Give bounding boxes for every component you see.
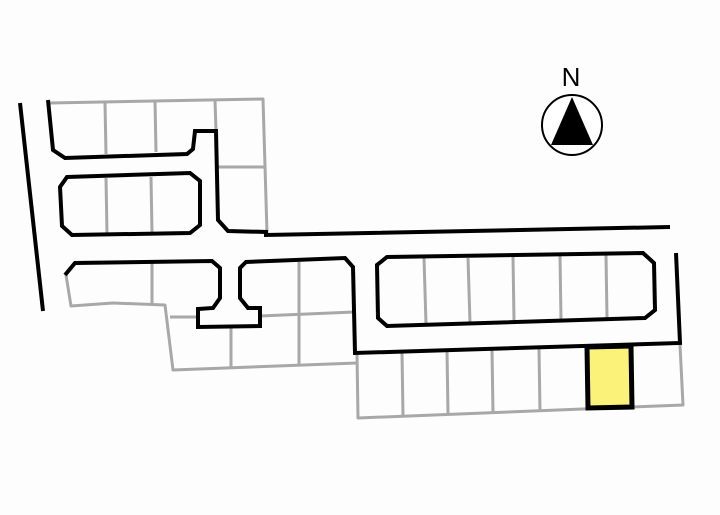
compass-label: N [562, 62, 581, 92]
lot-boundary-top [49, 97, 269, 234]
road-edge-west [18, 102, 45, 312]
lot-line [400, 351, 405, 417]
lot-line [466, 257, 472, 324]
north-arrow-icon [551, 97, 593, 145]
lot-line [511, 256, 516, 322]
lot-line [149, 176, 154, 234]
lot-line [604, 254, 609, 319]
road-edge-south [63, 252, 683, 356]
lot-line [103, 102, 108, 155]
lot-line [213, 99, 218, 132]
lot-line [104, 177, 109, 235]
lot-line [537, 348, 542, 412]
highlighted-lot[interactable] [584, 343, 635, 411]
highlighted-lot-fill[interactable] [584, 343, 635, 411]
lot-line [490, 349, 495, 414]
lot-line [445, 350, 450, 415]
lot-lines [49, 97, 685, 420]
lot-boundary-bottom [355, 344, 685, 420]
lot-line [558, 255, 563, 321]
lot-line [153, 100, 158, 153]
road-edges [18, 99, 683, 356]
lot-line [422, 257, 428, 325]
north-compass: N [541, 62, 603, 156]
lot-boundary-lower-left [64, 274, 358, 372]
block-outline [374, 250, 658, 329]
lot-line [259, 310, 355, 318]
block-outline [57, 170, 202, 238]
road-edge-north [46, 99, 671, 238]
